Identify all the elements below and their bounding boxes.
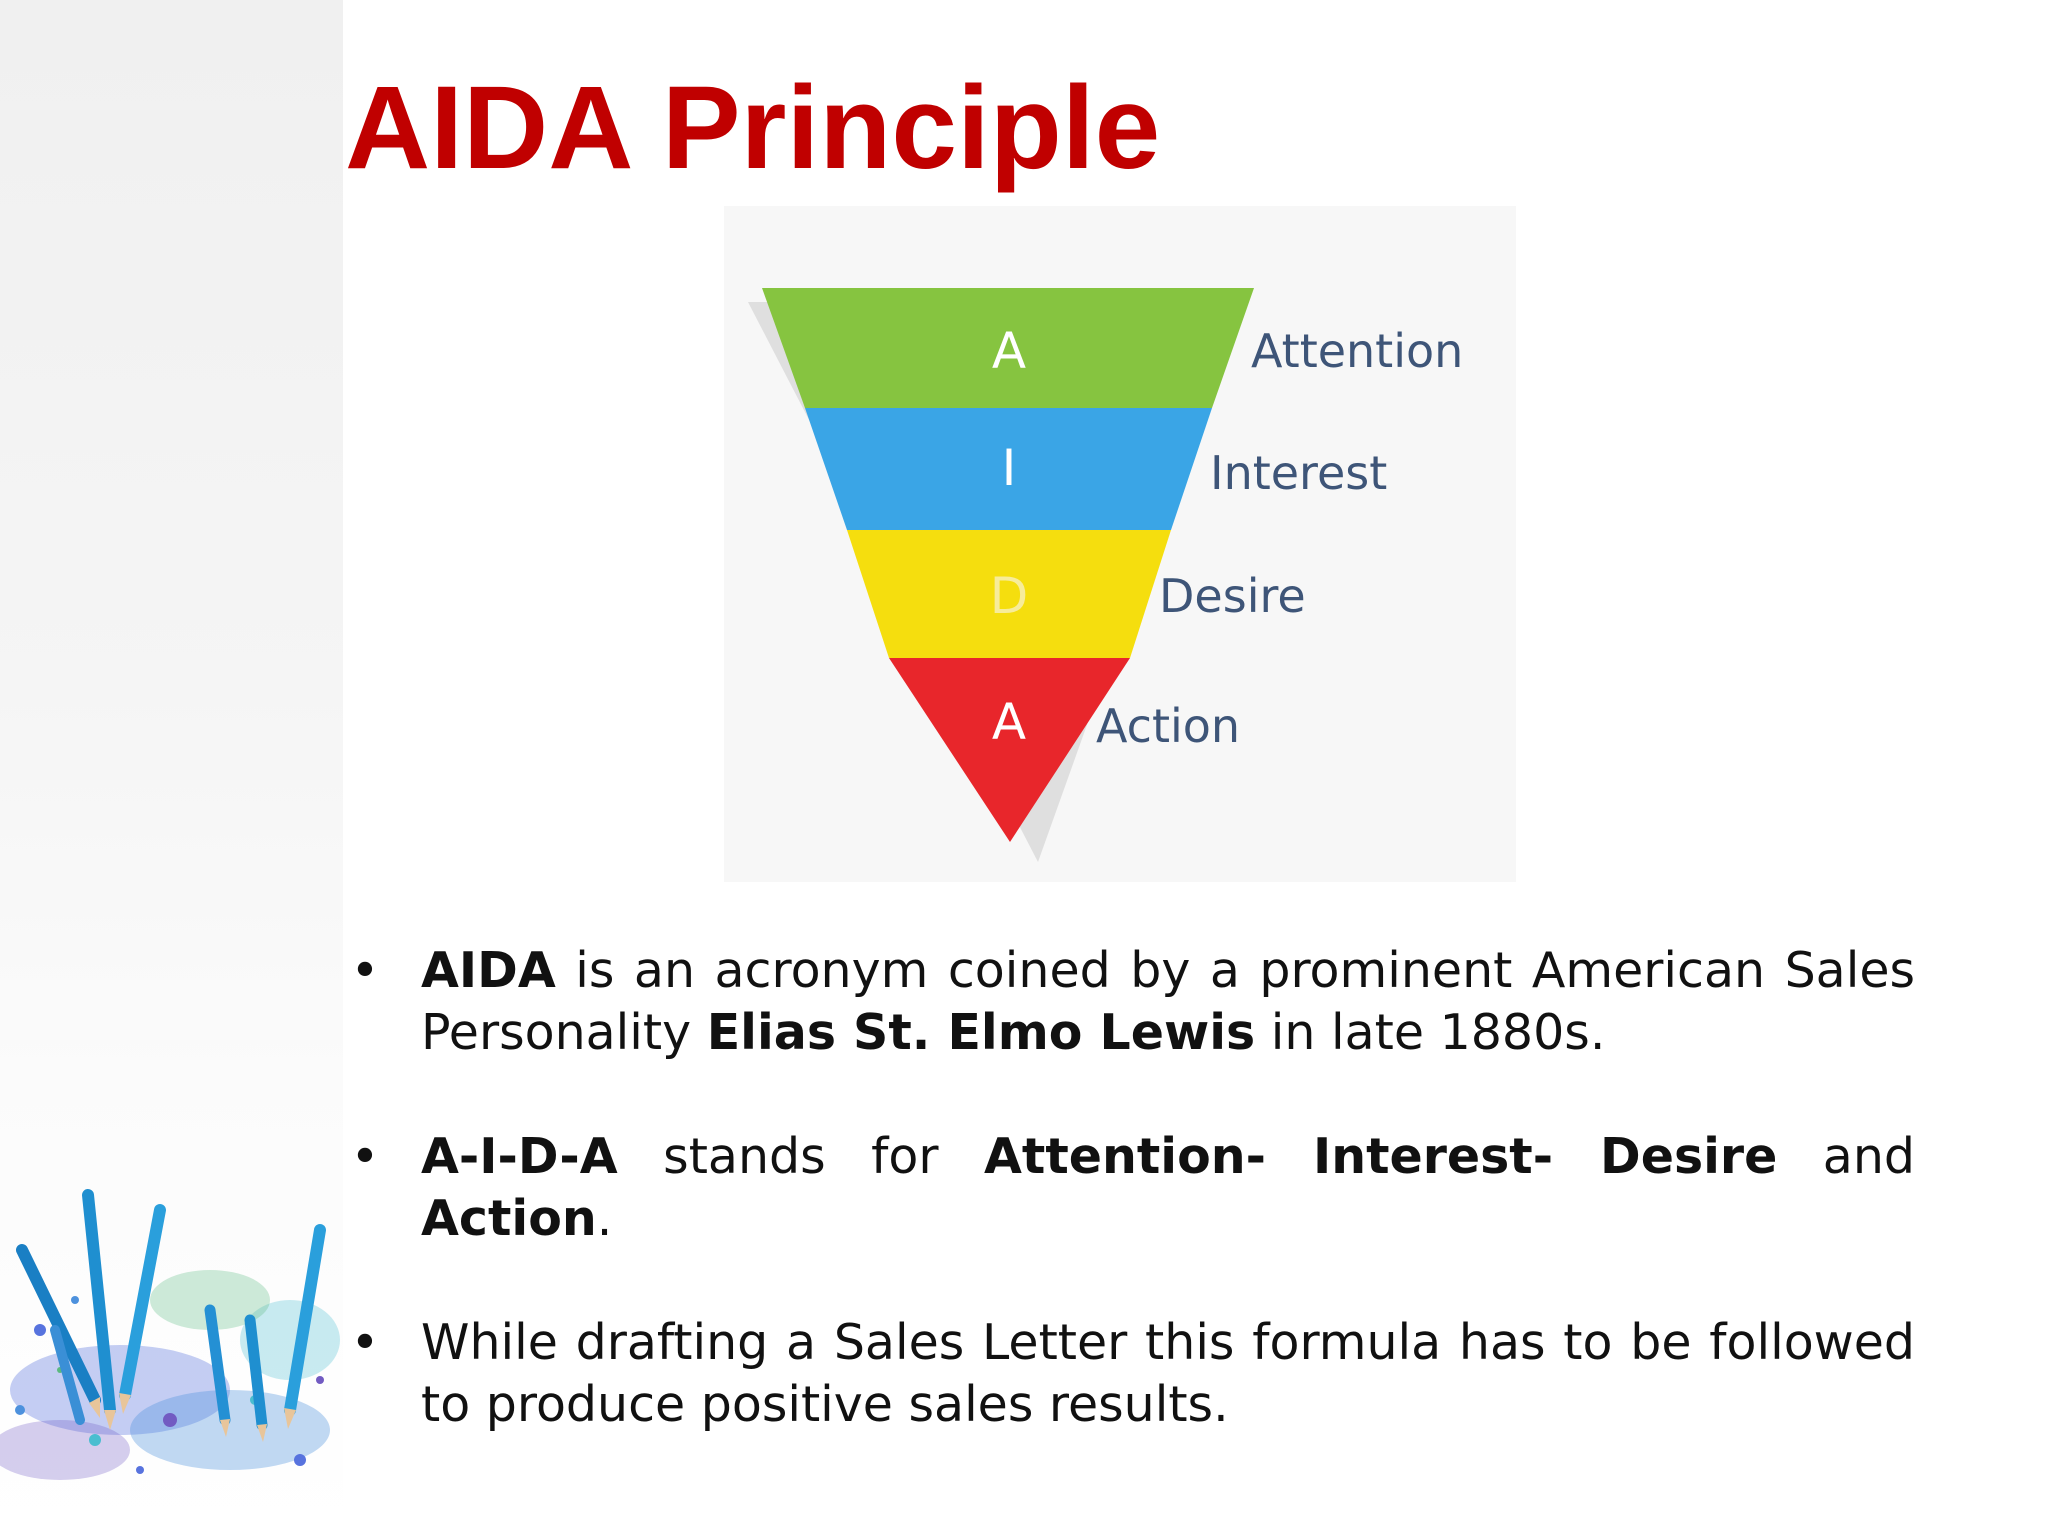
bullet-list: • AIDA is an acronym coined by a promine… bbox=[345, 940, 1915, 1498]
bullet-bold-text: Action bbox=[421, 1190, 597, 1247]
aida-funnel-diagram: A I D A Attention Interest Desire Action bbox=[724, 206, 1516, 882]
bullet-item: • AIDA is an acronym coined by a promine… bbox=[345, 940, 1915, 1064]
funnel-letter-2: I bbox=[1002, 439, 1017, 497]
funnel-letter-3: D bbox=[990, 567, 1029, 625]
funnel-label-desire: Desire bbox=[1159, 569, 1306, 623]
funnel-letter-4: A bbox=[992, 693, 1026, 751]
bullet-text: While drafting a Sales Letter this formu… bbox=[421, 1314, 1915, 1433]
colored-pencils-illustration bbox=[0, 1189, 340, 1480]
bullet-text: in late 1880s. bbox=[1255, 1004, 1606, 1061]
bullet-text: and bbox=[1777, 1128, 1915, 1185]
funnel-band-4 bbox=[889, 658, 1130, 842]
funnel-label-interest: Interest bbox=[1210, 446, 1387, 500]
funnel-band-2 bbox=[805, 408, 1212, 530]
slide-title: AIDA Principle bbox=[345, 62, 1161, 194]
bullet-item: • While drafting a Sales Letter this for… bbox=[345, 1312, 1915, 1436]
funnel-band-3 bbox=[847, 530, 1171, 658]
funnel-letter-1: A bbox=[992, 322, 1026, 380]
funnel-band-1 bbox=[762, 288, 1254, 408]
funnel-label-attention: Attention bbox=[1251, 324, 1463, 378]
bullet-text: . bbox=[596, 1190, 613, 1247]
decorative-side-panel bbox=[0, 0, 343, 1536]
bullet-marker: • bbox=[350, 1128, 380, 1185]
bullet-marker: • bbox=[350, 1314, 380, 1371]
bullet-bold-text: AIDA bbox=[421, 942, 556, 999]
bullet-bold-text: A-I-D-A bbox=[421, 1128, 618, 1185]
bullet-text: is an acronym coined by a prominent Amer… bbox=[421, 942, 1915, 1061]
bullet-bold-text: Attention- Interest- Desire bbox=[984, 1128, 1778, 1185]
funnel-label-action: Action bbox=[1096, 699, 1240, 753]
bullet-bold-text: Elias St. Elmo Lewis bbox=[706, 1004, 1256, 1061]
bullet-marker: • bbox=[350, 942, 380, 999]
bullet-text: stands for bbox=[617, 1128, 984, 1185]
bullet-item: • A-I-D-A stands for Attention- Interest… bbox=[345, 1126, 1915, 1250]
